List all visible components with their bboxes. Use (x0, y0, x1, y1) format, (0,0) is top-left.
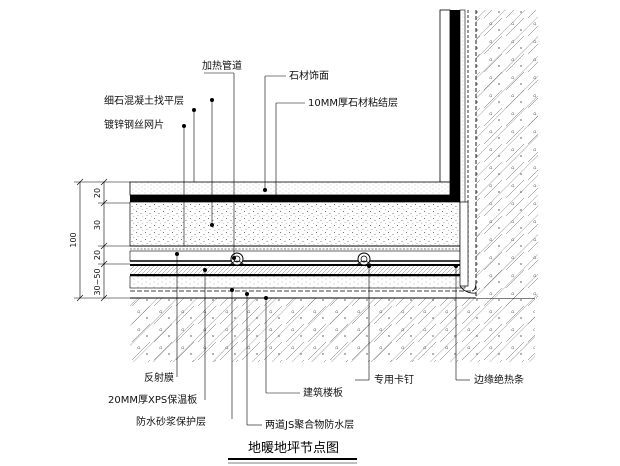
pipe-layer (129, 250, 461, 262)
label-fine-concrete: 细石混凝土找平层 (104, 94, 184, 107)
dimension-total: 100 (69, 232, 78, 247)
leader-lines-top (183, 72, 305, 258)
stone-bond-layer (130, 182, 460, 202)
label-stone-bond: 10MM厚石材粘结层 (308, 96, 398, 109)
leader-lines-bottom (176, 254, 470, 426)
dimension-lines (74, 178, 130, 302)
stone-finish-layer (129, 181, 451, 196)
leader-dots-top (182, 98, 278, 260)
label-clip: 专用卡钉 (374, 373, 414, 386)
label-edge-strip: 边缘绝热条 (474, 373, 524, 386)
dimension-d3: 20 (93, 250, 102, 260)
label-wire-mesh: 镀锌钢丝网片 (104, 118, 164, 131)
heating-pipe-2 (355, 252, 373, 267)
edge-insulation-strip (459, 201, 477, 294)
label-mortar-protect: 防水砂浆保护层 (136, 415, 206, 428)
label-floor-slab: 建筑楼板 (303, 386, 343, 399)
dimension-d4: 30~50 (93, 268, 102, 295)
label-xps-board: 20MM厚XPS保温板 (108, 393, 197, 406)
label-pipe: 加热管道 (202, 59, 242, 72)
dimension-d1: 20 (93, 188, 102, 198)
fine-concrete-layer (129, 201, 461, 247)
js-waterproof-layer (130, 281, 477, 292)
leader-dots-bottom (175, 252, 458, 300)
floor-slab (130, 297, 535, 362)
label-js-waterproof: 两道JS聚合物防水层 (265, 418, 354, 431)
wall (475, 10, 538, 298)
label-stone-finish: 石材饰面 (289, 69, 329, 82)
mortar-protect-layer (129, 275, 466, 289)
wire-mesh-layer (130, 245, 460, 250)
dimension-d2: 30 (93, 220, 102, 230)
drawing-title: 地暖地坪节点图 (248, 441, 339, 456)
label-reflective-film: 反射膜 (144, 372, 174, 384)
xps-board-layer (130, 264, 460, 276)
